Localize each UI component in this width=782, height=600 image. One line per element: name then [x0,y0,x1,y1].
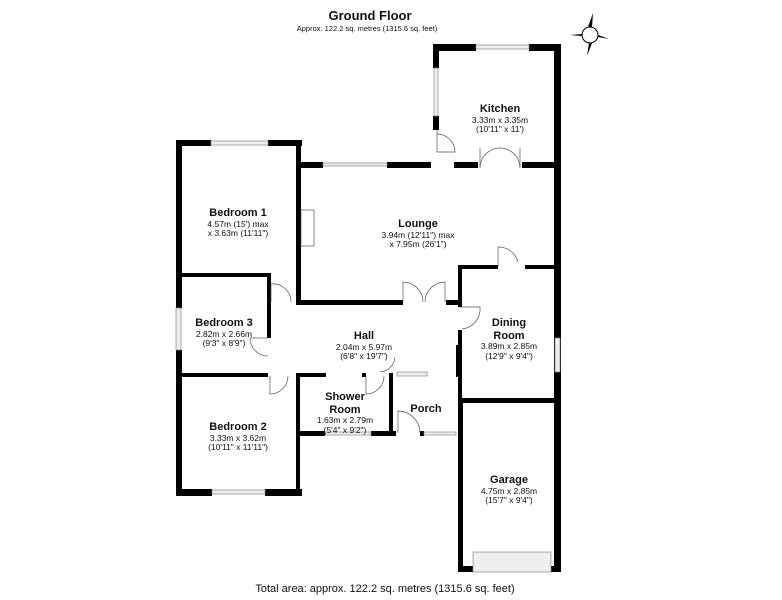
room-dimensions-imperial: x 3.63m (11'11") [207,228,269,239]
room-name: Garage [490,474,528,486]
walls [176,44,561,572]
room-dimensions-metric: 1.63m x 2.79m [316,415,374,426]
room-porch: Porch [410,403,441,416]
room-name: Lounge [398,218,438,230]
room-dimensions-imperial: x 7.95m (26'1") [389,239,447,250]
room-name: Hall [353,330,375,342]
room-name: Dining Room [491,317,527,342]
room-dimensions-metric: 4.75m x 2.85m [480,485,538,496]
room-dimensions-metric: 3.89m x 2.85m [480,341,538,352]
room-name: Shower Room [325,391,365,416]
compass-icon [570,13,609,56]
room-name: Bedroom 1 [209,207,267,219]
room-dimensions-metric: 2.82m x 2.66m [195,328,253,339]
room-dimensions-metric: 4.57m (15') max [207,218,269,229]
windows [175,44,561,573]
room-name: Porch [410,403,442,415]
room-dimensions-imperial: (10'11" x 11') [475,124,524,135]
floor-title: Ground Floor [328,8,412,23]
room-dimensions-imperial: (10'11" x 11'11") [208,442,268,453]
room-name: Bedroom 3 [195,317,253,329]
room-dimensions-imperial: (9'3" x 8'9") [202,338,246,349]
room-dimensions-metric: 3.33m x 3.35m [471,114,529,125]
room-name: Bedroom 2 [209,421,267,433]
total-area: Total area: approx. 122.2 sq. metres (13… [255,583,515,595]
doors [249,130,521,434]
room-dimensions-imperial: (12'9" x 9'4") [485,351,533,362]
room-dimensions-metric: 3.94m (12'11") max [381,229,455,240]
room-dimensions-metric: 2.04m x 5.97m [335,341,393,352]
room-dimensions-imperial: (15'7" x 9'4") [485,495,533,506]
room-dimensions-metric: 3.33m x 3.62m [209,432,267,443]
room-dimensions-imperial: (6'8" x 19'7") [340,351,388,362]
floor-area-subtitle: Approx. 122.2 sq. metres (1315.6 sq. fee… [296,24,438,33]
room-dimensions-imperial: (5'4" x 9'2") [323,425,367,436]
room-name: Kitchen [479,103,521,115]
